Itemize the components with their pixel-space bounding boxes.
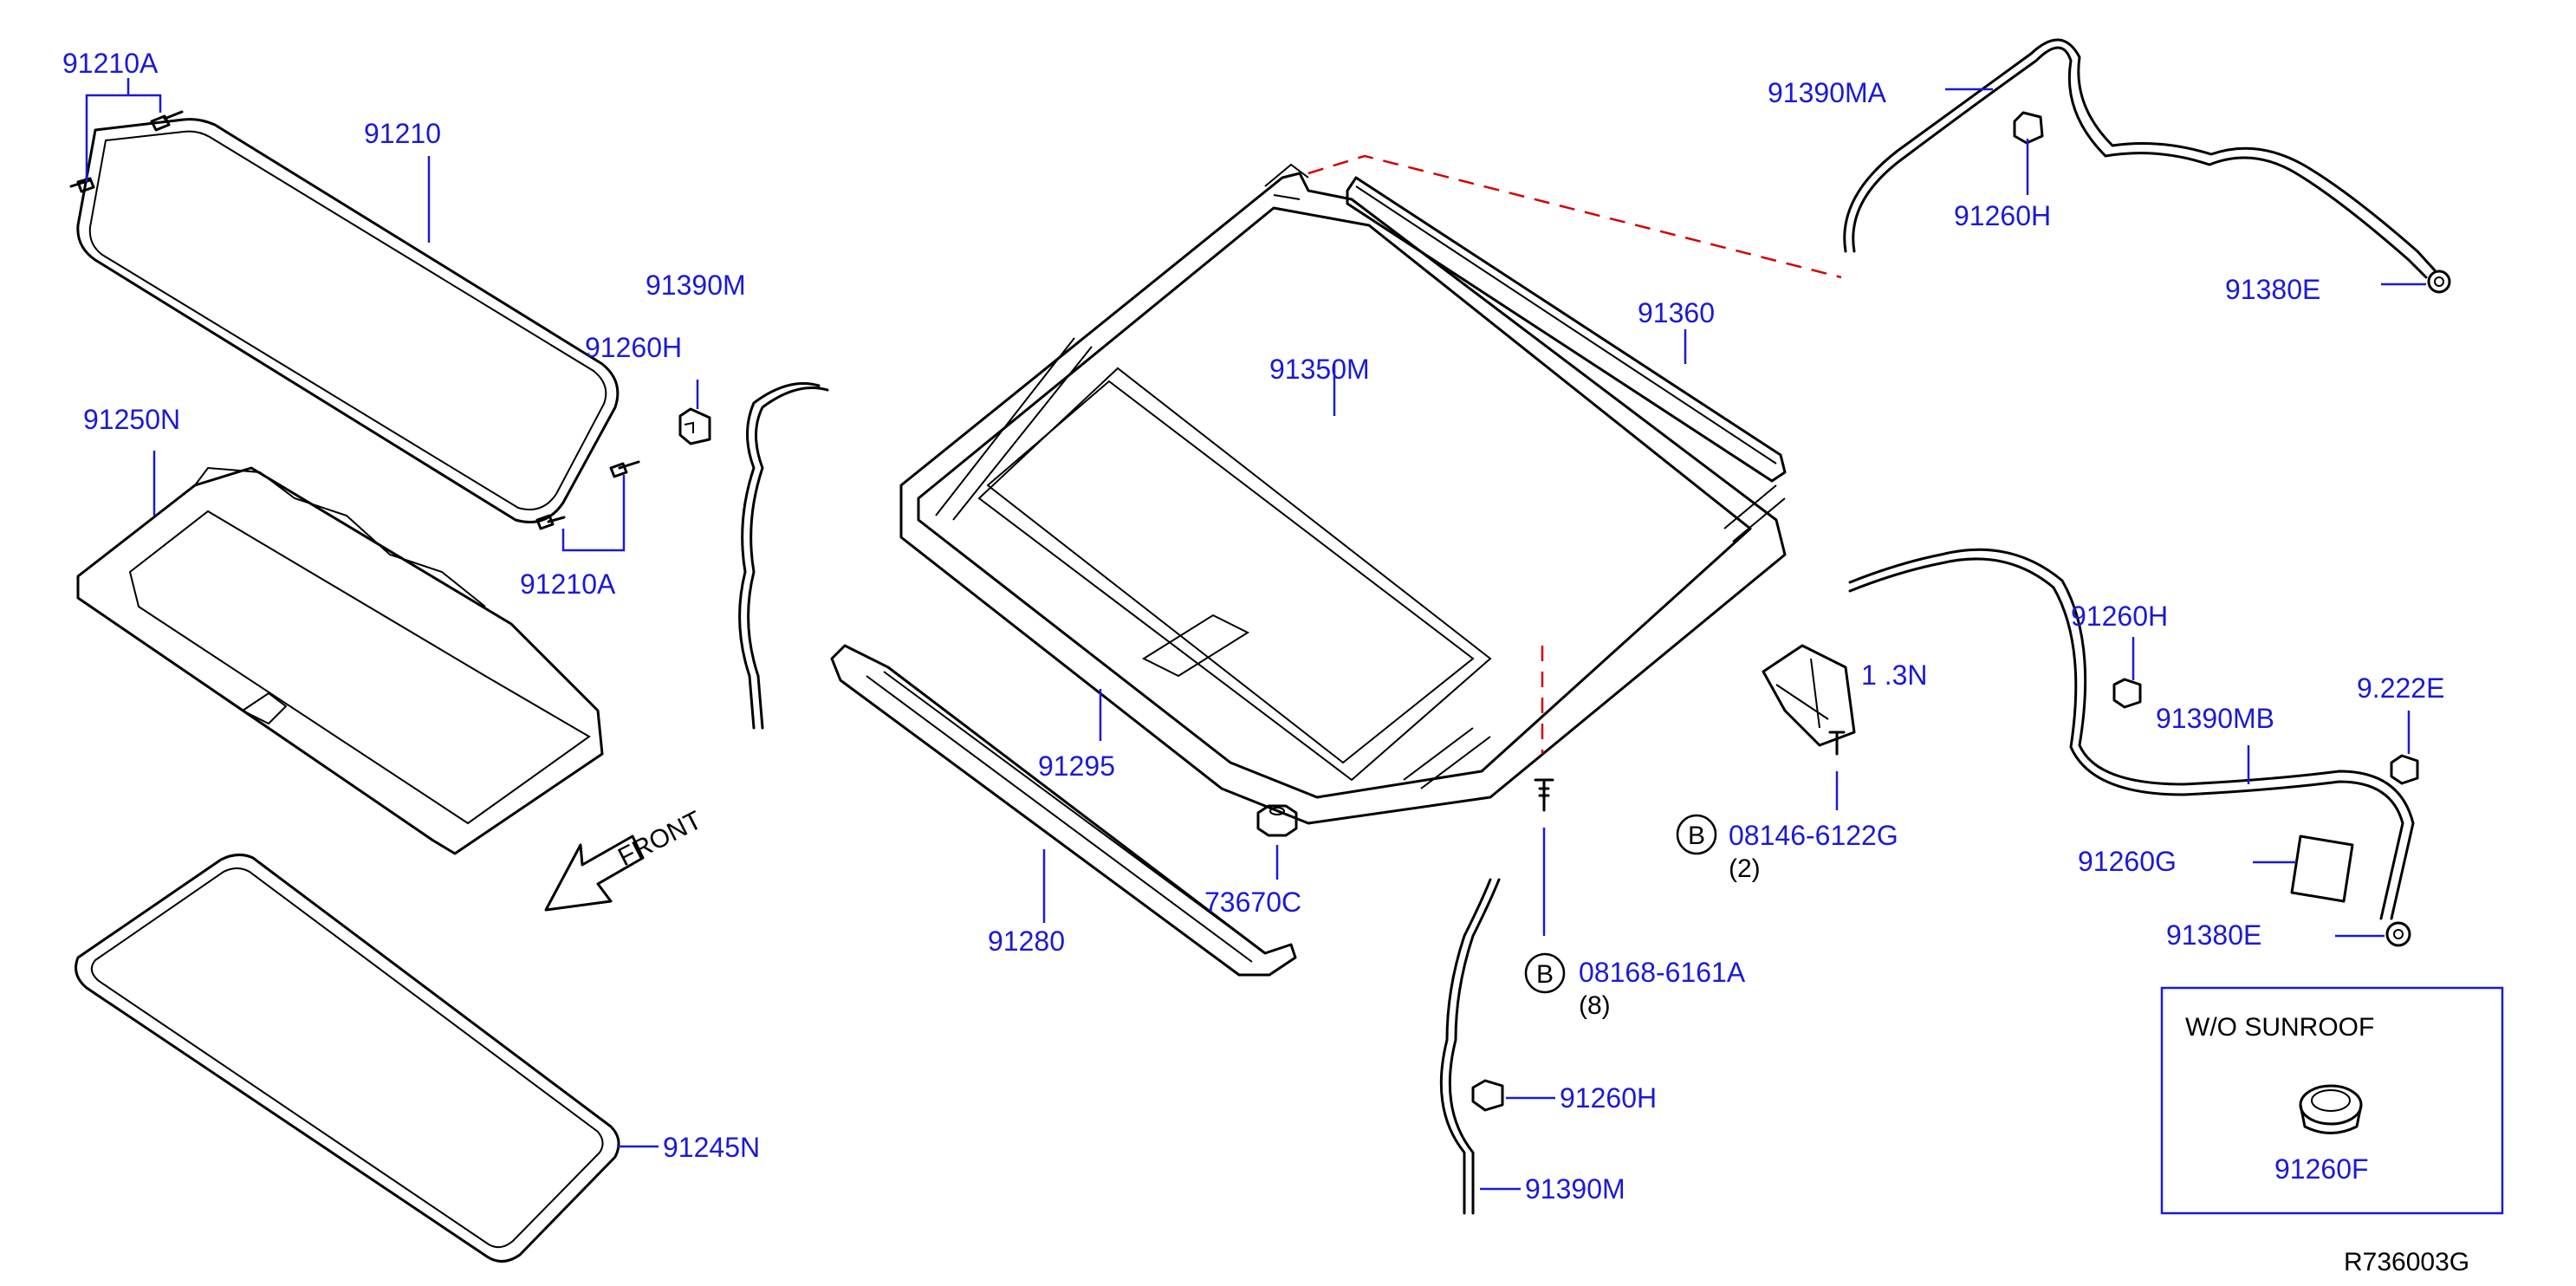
label-08168-6161A: 08168-6161A [1579,957,1746,988]
bolt-08168-6161A[interactable] [1534,778,1554,812]
weatherstrip-91245N[interactable] [75,854,620,1263]
label-front: FRONT [613,806,706,872]
label-08168-qty: (8) [1579,991,1611,1020]
screw-08146-6122G[interactable] [1828,731,1846,756]
label-91360: 91360 [1638,297,1715,328]
clip-91260H-bottom[interactable] [1471,1079,1504,1112]
label-91222E: 9.222E [2357,672,2444,704]
nut-73670C[interactable] [1256,804,1298,837]
trim-strip-91280[interactable] [830,644,1297,977]
label-08146-qty: (2) [1729,854,1761,883]
label-08146-6122G: 08146-6122G [1729,820,1898,851]
label-91260H-bottom: 91260H [1560,1082,1657,1114]
label-91260G: 91260G [2078,846,2177,877]
label-91390M-top: 91390M [646,270,746,301]
drain-hose-91390M-left[interactable] [738,382,829,730]
svg-text:B: B [1536,960,1554,989]
label-91390MB: 91390MB [2156,703,2274,734]
label-73670C: 73670C [1204,887,1301,918]
label-91280: 91280 [988,926,1065,957]
label-91260H-left: 91260H [585,332,682,363]
drain-hose-91390MB[interactable] [1848,548,2415,920]
clip-91260H-left[interactable] [678,407,711,445]
label-91380E-top: 91380E [2225,274,2320,305]
label-91343N: 1 .3N [1861,659,1927,691]
inset-without-sunroof [2160,986,2504,1215]
grommet-91380E-bottom[interactable] [2385,921,2411,947]
label-91250N: 91250N [83,404,180,435]
drain-hose-91390M-bottom[interactable] [1439,878,1501,1215]
bolt-marker-b1: B [1676,814,1717,855]
label-91350M: 91350M [1269,354,1370,385]
screw-91210A[interactable] [69,110,640,530]
clip-91260H-right[interactable] [2112,678,2142,709]
reference-line-hose [1307,154,1842,279]
label-91210A-top: 91210A [62,48,159,79]
glass-panel-91210[interactable] [76,118,620,523]
diagram-code: R736003G [2344,1248,2469,1276]
clip-91222E[interactable] [2390,754,2419,785]
label-91295: 91295 [1038,750,1115,782]
label-91210: 91210 [364,118,441,149]
label-91380E-bottom: 91380E [2166,919,2261,951]
inset-part-91260F: 91260F [2274,1153,2369,1185]
bolt-marker-b2: B [1524,952,1566,994]
bracket-91343N[interactable] [1762,644,1856,747]
label-91245N: 91245N [663,1132,760,1163]
svg-text:B: B [1688,822,1705,850]
wind-deflector-91360[interactable] [1346,176,1787,483]
label-91390MA: 91390MA [1768,77,1887,108]
label-91390M-bottom: 91390M [1525,1173,1625,1205]
label-91260H-top: 91260H [1954,200,2051,231]
label-91260H-right: 91260H [2071,601,2168,632]
grommet-91380E-top[interactable] [2427,270,2451,294]
label-91210A-bottom: 91210A [520,568,616,600]
clip-91260H-top[interactable] [2013,111,2044,145]
drain-hose-91390MA[interactable] [1843,38,2436,279]
front-direction-arrow [544,835,645,912]
sunroof-frame-91350M[interactable] [899,163,1787,825]
sunshade-frame-91250N[interactable] [76,466,604,855]
inset-title: W/O SUNROOF [2185,1013,2374,1042]
patch-91260G[interactable] [2290,835,2354,903]
